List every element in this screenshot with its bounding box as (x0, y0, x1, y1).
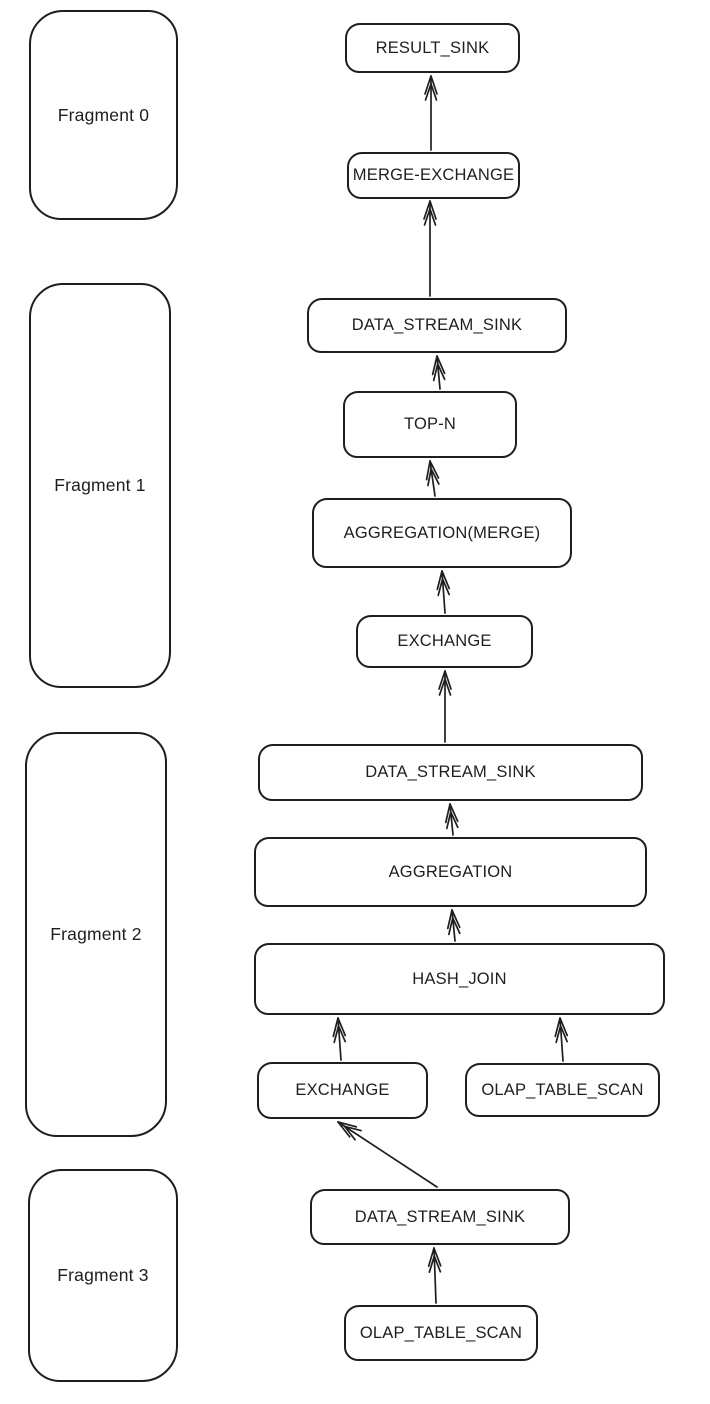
node-aggregation: AGGREGATION (254, 837, 647, 907)
node-exchange-2-label: EXCHANGE (295, 1081, 390, 1099)
edge-data-stream-sink-2-to-exchange-1 (438, 670, 452, 743)
fragment-3-box: Fragment 3 (28, 1169, 178, 1382)
node-merge-exchange-label: MERGE-EXCHANGE (352, 166, 515, 184)
node-olap-table-scan-3-label: OLAP_TABLE_SCAN (359, 1323, 523, 1342)
edge-top-n-to-data-stream-sink-1 (431, 355, 446, 390)
fragment-3-label: Fragment 3 (57, 1265, 149, 1285)
node-exchange-1-label: EXCHANGE (397, 632, 492, 650)
node-olap-table-scan-2: OLAP_TABLE_SCAN (465, 1063, 660, 1117)
node-merge-exchange: MERGE-EXCHANGE (347, 152, 520, 199)
node-data-stream-sink-1: DATA_STREAM_SINK (307, 298, 567, 353)
node-hash-join: HASH_JOIN (254, 943, 665, 1015)
edge-aggregation-merge-to-top-n (425, 460, 440, 497)
node-data-stream-sink-3-label: DATA_STREAM_SINK (354, 1207, 526, 1226)
node-olap-table-scan-3: OLAP_TABLE_SCAN (344, 1305, 538, 1361)
node-aggregation-label: AGGREGATION (388, 862, 513, 881)
node-result-sink: RESULT_SINK (345, 23, 520, 73)
node-exchange-2: EXCHANGE (257, 1062, 428, 1119)
fragment-2-label: Fragment 2 (50, 924, 142, 944)
fragment-0-box: Fragment 0 (29, 10, 178, 220)
node-aggregation-merge-label: AGGREGATION(MERGE) (343, 523, 541, 542)
node-exchange-1: EXCHANGE (356, 615, 533, 668)
edge-exchange-1-to-aggregation-merge (436, 570, 451, 614)
node-top-n: TOP-N (343, 391, 517, 458)
edge-hash-join-to-aggregation (446, 909, 461, 942)
node-data-stream-sink-2: DATA_STREAM_SINK (258, 744, 643, 801)
edge-olap-table-scan-2-to-hash-join (554, 1017, 569, 1062)
node-hash-join-label: HASH_JOIN (412, 969, 507, 988)
node-data-stream-sink-1-label: DATA_STREAM_SINK (351, 316, 523, 334)
edge-data-stream-sink-3-to-exchange-2 (337, 1121, 438, 1188)
edge-aggregation-to-data-stream-sink-2 (444, 803, 459, 836)
node-data-stream-sink-2-label: DATA_STREAM_SINK (365, 763, 536, 781)
node-aggregation-merge: AGGREGATION(MERGE) (312, 498, 572, 568)
node-olap-table-scan-2-label: OLAP_TABLE_SCAN (481, 1080, 644, 1099)
fragment-0-label: Fragment 0 (57, 104, 150, 125)
node-result-sink-label: RESULT_SINK (375, 38, 490, 57)
edge-exchange-2-to-hash-join (332, 1017, 347, 1061)
fragment-1-box: Fragment 1 (29, 283, 171, 688)
edge-data-stream-sink-1-to-merge-exchange (423, 200, 437, 297)
fragment-2-box: Fragment 2 (25, 732, 167, 1137)
fragment-1-label: Fragment 1 (54, 475, 146, 495)
edge-olap-table-scan-3-to-data-stream-sink-3 (427, 1247, 442, 1304)
node-data-stream-sink-3: DATA_STREAM_SINK (310, 1189, 570, 1245)
edge-merge-exchange-to-result-sink (424, 75, 438, 151)
node-top-n-label: TOP-N (403, 415, 457, 433)
